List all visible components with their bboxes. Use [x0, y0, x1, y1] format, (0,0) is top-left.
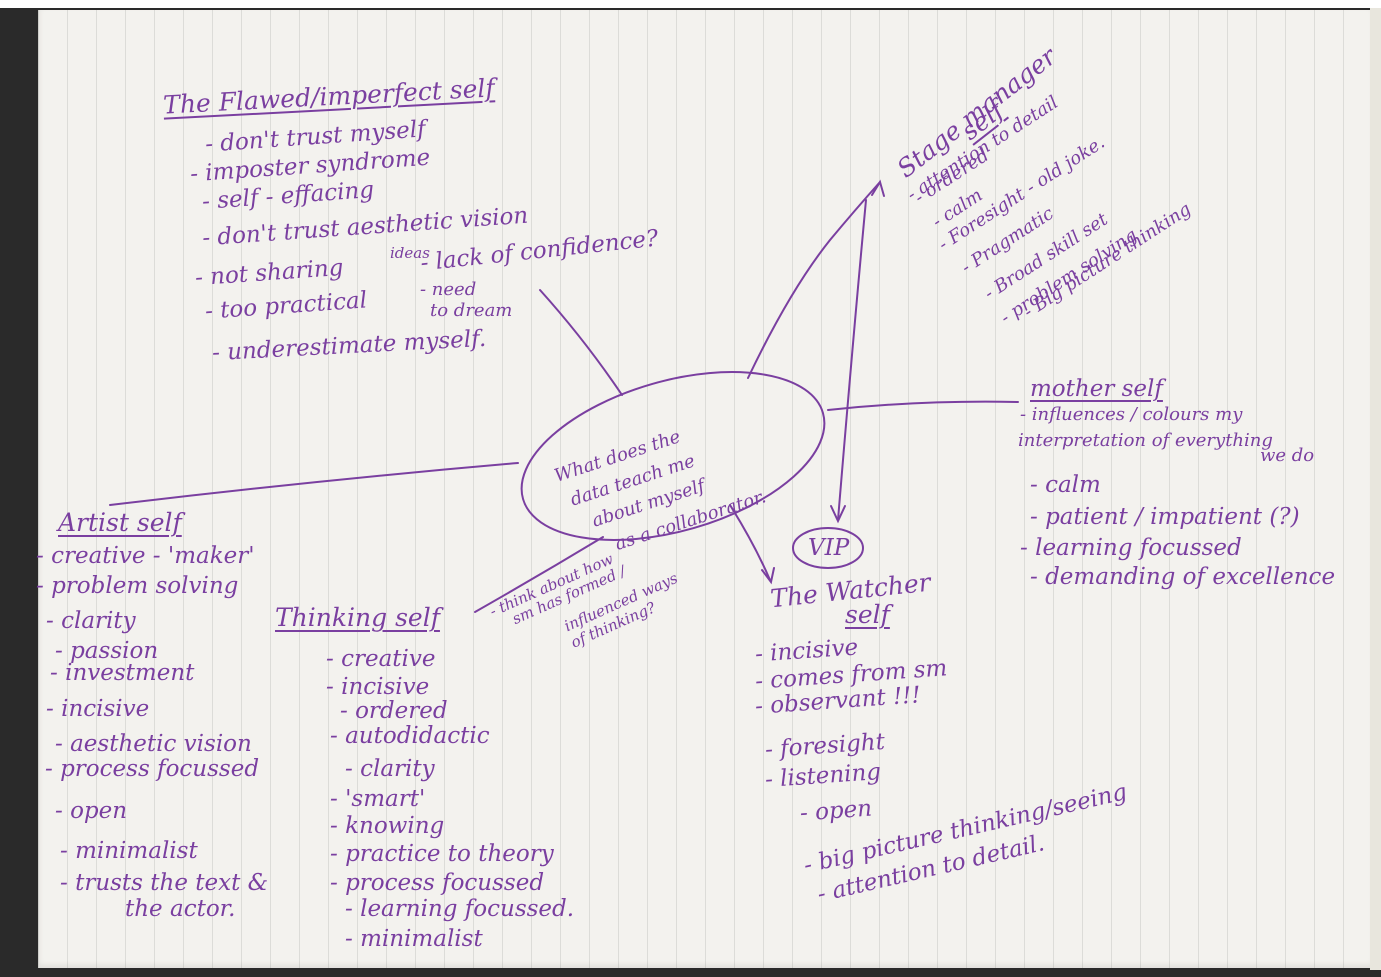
link-stage [747, 181, 881, 379]
thinking-item: - ordered [340, 698, 448, 724]
artist-item: - clarity [46, 608, 136, 634]
artist-item: - minimalist [60, 838, 198, 864]
flawed-ideas: ideas [390, 244, 430, 262]
watcher-title-2: self [845, 600, 890, 629]
thinking-item: - learning focussed. [345, 896, 575, 922]
notebook-page [38, 10, 1373, 968]
mother-title: mother self [1030, 376, 1163, 402]
thinking-item: - creative [326, 646, 436, 672]
link-stage-arrow [871, 179, 885, 197]
thinking-item: - practice to theory [330, 841, 554, 867]
page-edge [1370, 8, 1381, 970]
vip-circle [792, 527, 864, 569]
watcher-item: - open [799, 795, 873, 827]
artist-title: Artist self [58, 508, 182, 537]
artist-item: - trusts the text & [60, 870, 269, 896]
thinking-item: - 'smart' [330, 786, 426, 812]
top-margin [0, 0, 1381, 8]
thinking-title: Thinking self [275, 603, 440, 632]
link-vip [837, 199, 867, 521]
link-mother [827, 400, 1019, 411]
mother-line-3: we do [1260, 445, 1315, 466]
link-artist [109, 462, 519, 506]
flawed-dream: to dream [430, 300, 513, 321]
mother-line-1: - influences / colours my [1020, 404, 1243, 425]
thinking-item: - minimalist [345, 926, 483, 952]
artist-item: - investment [50, 660, 195, 686]
artist-item: - process focussed [45, 756, 260, 782]
artist-item: - passion [55, 638, 159, 664]
thinking-item: - process focussed [330, 870, 545, 896]
artist-item: - open [55, 798, 128, 824]
artist-item: - problem solving [36, 573, 239, 599]
mother-item: - learning focussed [1020, 535, 1242, 561]
artist-item: - creative - 'maker' [36, 543, 255, 569]
artist-item: - aesthetic vision [55, 731, 252, 757]
thinking-item: - clarity [345, 756, 435, 782]
thinking-item: - knowing [330, 813, 445, 839]
vip-label: VIP [808, 535, 850, 561]
thinking-item: - autodidactic [330, 723, 490, 749]
link-watcher-arrow [761, 567, 775, 585]
link-watcher [729, 504, 771, 581]
mother-item: - demanding of excellence [1030, 564, 1336, 590]
link-flawed [539, 289, 623, 396]
mother-item: - calm [1030, 472, 1101, 498]
mother-line-2: interpretation of everything [1018, 430, 1273, 451]
flawed-need: - need [420, 279, 477, 300]
artist-item: - incisive [46, 696, 150, 722]
artist-item: the actor. [125, 896, 236, 922]
thinking-item: - incisive [326, 674, 430, 700]
link-vip-arrow [830, 505, 846, 524]
link-thinking [474, 536, 604, 613]
center-ellipse [520, 371, 826, 541]
mother-item: - patient / impatient (?) [1030, 504, 1300, 530]
